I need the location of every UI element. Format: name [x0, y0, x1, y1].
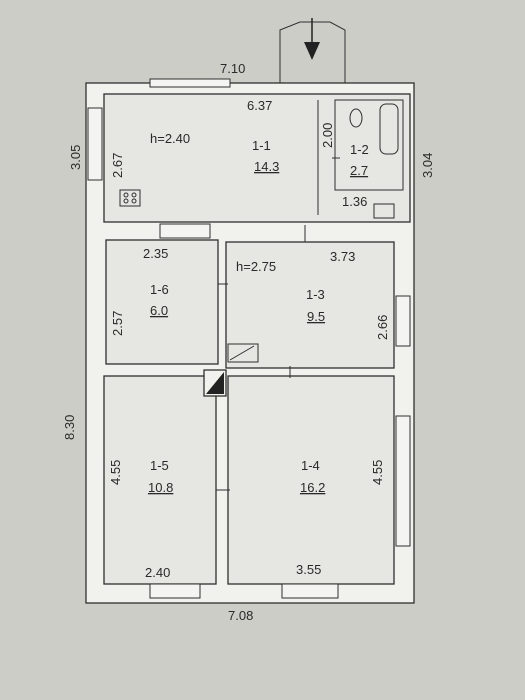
- outer-top-dim: 7.10: [220, 61, 245, 76]
- window-partition: [159, 223, 211, 239]
- burner-icon: [123, 192, 129, 198]
- burner-icon: [131, 198, 137, 204]
- room-1-1-height: 2.67: [110, 153, 125, 178]
- room-1-2-height: 2.00: [320, 123, 335, 148]
- room-1-5-area: 10.8: [148, 480, 173, 495]
- outer-left-top-dim: 3.05: [68, 145, 83, 170]
- room-1-3-width: 3.73: [330, 249, 355, 264]
- sink-icon: [373, 203, 395, 219]
- stairs-icon: [227, 343, 259, 363]
- room-1-3: [225, 241, 395, 369]
- outer-right-top-dim: 3.04: [420, 153, 435, 178]
- room-1-3-area: 9.5: [307, 309, 325, 324]
- burner-icon: [131, 192, 137, 198]
- room-1-2-width: 1.36: [342, 194, 367, 209]
- room-1-6-area: 6.0: [150, 303, 168, 318]
- room-1-4-height: 4.55: [370, 460, 385, 485]
- outer-left-bottom-dim: 8.30: [62, 415, 77, 440]
- room-1-4-width: 3.55: [296, 562, 321, 577]
- burner-icon: [123, 198, 129, 204]
- stove-icon: [119, 189, 141, 207]
- chimney-fill: [206, 372, 224, 394]
- bathroom-1-2-partition: [334, 99, 404, 191]
- bathtub-icon: [379, 103, 399, 155]
- room-1-1: [103, 93, 411, 223]
- room-1-6-height: 2.57: [110, 311, 125, 336]
- room-1-4-id: 1-4: [301, 458, 320, 473]
- height-upper: h=2.40: [150, 131, 190, 146]
- room-1-5-height: 4.55: [108, 460, 123, 485]
- room-1-2-area: 2.7: [350, 163, 368, 178]
- stairs-line: [229, 345, 255, 361]
- window-bottom-1-4: [281, 583, 339, 599]
- window-right-1-4: [395, 415, 411, 547]
- room-1-1-id: 1-1: [252, 138, 271, 153]
- entrance-porch: [279, 21, 346, 83]
- room-1-5-id: 1-5: [150, 458, 169, 473]
- room-1-6-id: 1-6: [150, 282, 169, 297]
- window-right-1-3: [395, 295, 411, 347]
- window-left-kitchen: [87, 107, 103, 181]
- room-1-6: [105, 239, 219, 365]
- room-1-1-area: 14.3: [254, 159, 279, 174]
- room-1-3-id: 1-3: [306, 287, 325, 302]
- window-top: [149, 78, 231, 88]
- entrance-arrow-icon: [304, 42, 320, 60]
- room-1-5-width: 2.40: [145, 565, 170, 580]
- room-1-2-id: 1-2: [350, 142, 369, 157]
- height-lower: h=2.75: [236, 259, 276, 274]
- outer-bottom-dim: 7.08: [228, 608, 253, 623]
- toilet-icon: [349, 108, 363, 128]
- room-1-3-height: 2.66: [375, 315, 390, 340]
- room-1-6-width: 2.35: [143, 246, 168, 261]
- room-1-4-area: 16.2: [300, 480, 325, 495]
- room-1-1-width: 6.37: [247, 98, 272, 113]
- window-bottom-1-5: [149, 583, 201, 599]
